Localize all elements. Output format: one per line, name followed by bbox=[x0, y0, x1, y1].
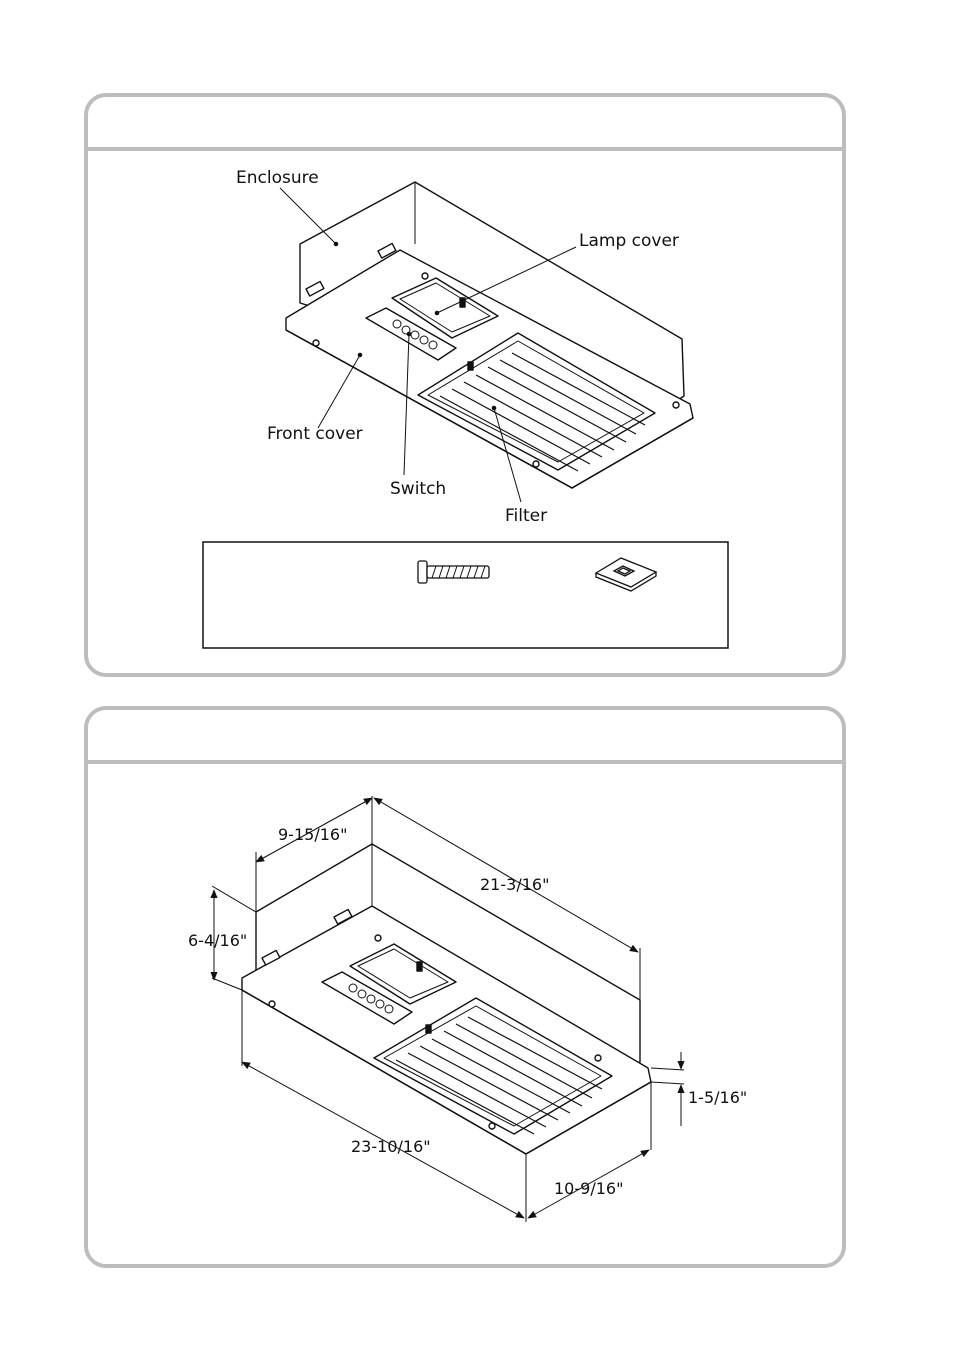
dim-length-bottom-label: 23-10/16" bbox=[351, 1137, 431, 1156]
washer-icon bbox=[596, 558, 656, 591]
label-switch: Switch bbox=[390, 479, 446, 499]
label-filter: Filter bbox=[505, 506, 547, 526]
label-front-cover: Front cover bbox=[267, 424, 363, 444]
dim-front-height-label: 1-5/16" bbox=[688, 1088, 747, 1107]
label-enclosure: Enclosure bbox=[236, 168, 319, 188]
screw-icon bbox=[418, 561, 489, 583]
range-hood-dimensions-drawing bbox=[242, 844, 651, 1154]
accessories-box bbox=[203, 542, 728, 648]
dim-length-top-label: 21-3/16" bbox=[480, 875, 549, 894]
dim-depth-label: 9-15/16" bbox=[278, 825, 347, 844]
label-lamp-cover: Lamp cover bbox=[579, 231, 679, 251]
dim-width-bottom-label: 10-9/16" bbox=[554, 1179, 623, 1198]
dim-height-label: 6-4/16" bbox=[188, 931, 247, 950]
